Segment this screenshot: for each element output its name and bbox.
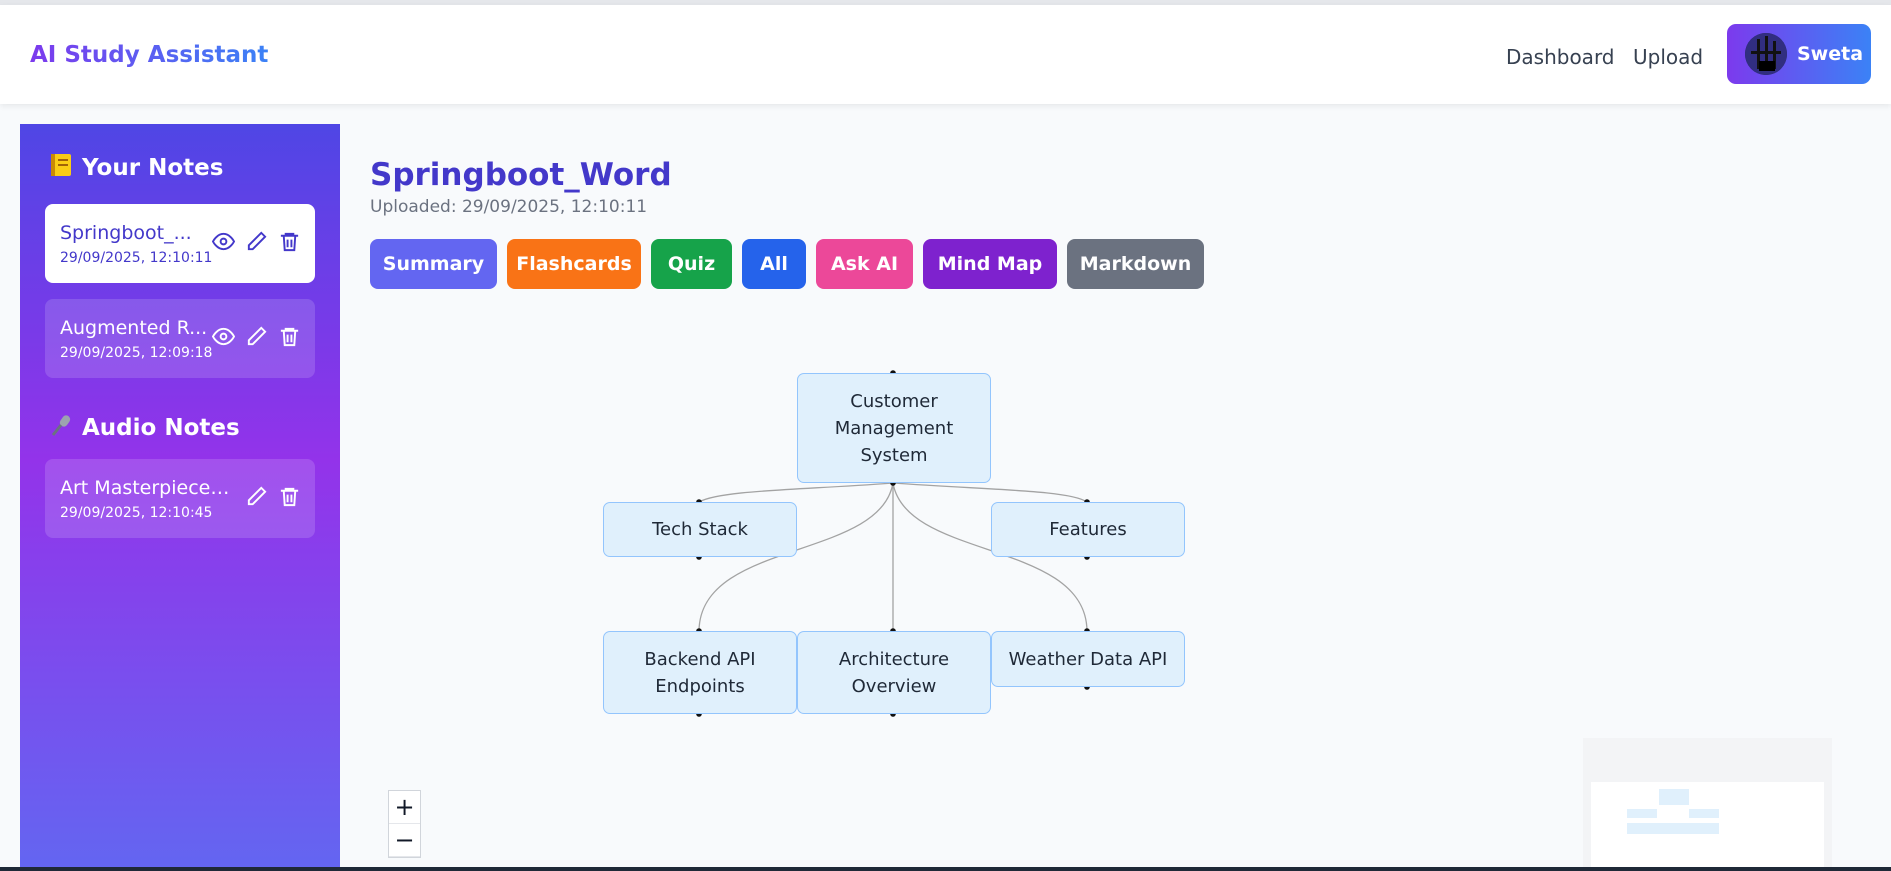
page-title: Springboot_Word xyxy=(370,157,672,193)
minimap-node xyxy=(1627,809,1657,818)
mind-map-node-backend[interactable]: Backend API Endpoints xyxy=(603,631,797,714)
mind-map-node-tech-stack[interactable]: Tech Stack xyxy=(603,502,797,557)
audio-notes-heading: Audio Notes xyxy=(48,412,240,444)
note-date: 29/09/2025, 12:10:11 xyxy=(60,250,213,266)
tab-summary[interactable]: Summary xyxy=(370,239,497,289)
note-date: 29/09/2025, 12:09:18 xyxy=(60,345,213,361)
minimap[interactable] xyxy=(1583,738,1832,871)
mind-map-node-weather[interactable]: Weather Data API xyxy=(991,631,1185,687)
note-item[interactable]: Springboot_... 29/09/2025, 12:10:11 xyxy=(45,204,315,283)
edge-root-techstack xyxy=(698,482,894,503)
mind-map-node-root[interactable]: Customer Management System xyxy=(797,373,991,483)
user-name: Sweta xyxy=(1797,43,1864,65)
note-name: Art Masterpieces_... xyxy=(60,477,235,499)
note-name: Augmented R... xyxy=(60,317,208,339)
minimap-node xyxy=(1689,809,1719,818)
your-notes-heading: Your Notes xyxy=(48,152,223,184)
note-name: Springboot_... xyxy=(60,222,192,244)
tab-flashcards[interactable]: Flashcards xyxy=(507,239,641,289)
bottom-edge xyxy=(0,867,1891,871)
tab-mind-map[interactable]: Mind Map xyxy=(923,239,1057,289)
tab-markdown[interactable]: Markdown xyxy=(1067,239,1204,289)
top-strip xyxy=(0,0,1891,5)
eye-icon[interactable] xyxy=(212,325,235,348)
audio-note-item[interactable]: Art Masterpieces_... 29/09/2025, 12:10:4… xyxy=(45,459,315,538)
minimap-viewport xyxy=(1591,782,1824,871)
view-tabs: Summary Flashcards Quiz All Ask AI Mind … xyxy=(370,239,1204,289)
zoom-controls: + − xyxy=(388,790,421,858)
minimap-node xyxy=(1659,789,1689,805)
zoom-in-button[interactable]: + xyxy=(389,791,420,824)
note-date: 29/09/2025, 12:10:45 xyxy=(60,505,213,521)
zoom-out-button[interactable]: − xyxy=(389,824,420,857)
brand-logo[interactable]: AI Study Assistant xyxy=(30,42,269,68)
nav-dashboard[interactable]: Dashboard xyxy=(1506,45,1615,69)
tab-ask-ai[interactable]: Ask AI xyxy=(816,239,913,289)
pencil-icon[interactable] xyxy=(245,485,268,508)
upload-timestamp: Uploaded: 29/09/2025, 12:10:11 xyxy=(370,197,648,217)
edge-root-features xyxy=(892,482,1088,503)
trash-icon[interactable] xyxy=(278,230,301,253)
microphone-icon xyxy=(48,412,74,444)
pencil-icon[interactable] xyxy=(245,325,268,348)
mind-map-node-features[interactable]: Features xyxy=(991,502,1185,557)
notebook-icon xyxy=(48,152,74,184)
trash-icon[interactable] xyxy=(278,485,301,508)
mind-map-node-architecture[interactable]: Architecture Overview xyxy=(797,631,991,714)
notes-sidebar: Your Notes Springboot_... 29/09/2025, 12… xyxy=(20,124,340,871)
tab-all[interactable]: All xyxy=(742,239,806,289)
trash-icon[interactable] xyxy=(278,325,301,348)
tab-quiz[interactable]: Quiz xyxy=(651,239,732,289)
avatar xyxy=(1745,33,1787,75)
pencil-icon[interactable] xyxy=(245,230,268,253)
note-item[interactable]: Augmented R... 29/09/2025, 12:09:18 xyxy=(45,299,315,378)
eye-icon[interactable] xyxy=(212,230,235,253)
app-header: AI Study Assistant Dashboard Upload Swet… xyxy=(0,5,1891,104)
nav-upload[interactable]: Upload xyxy=(1633,45,1704,69)
user-menu-button[interactable]: Sweta xyxy=(1727,24,1871,84)
minimap-node xyxy=(1627,823,1719,834)
